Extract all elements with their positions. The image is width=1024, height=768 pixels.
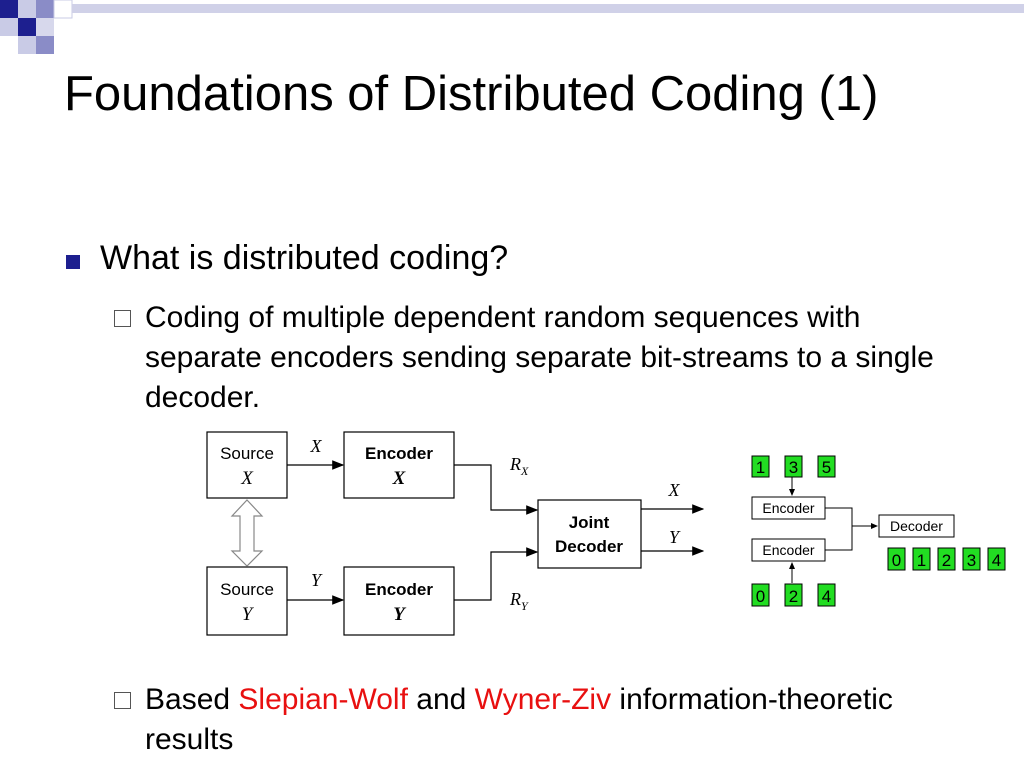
out-digit-box bbox=[912, 547, 931, 571]
out-digit-box bbox=[962, 547, 981, 571]
mini-encoder-1-label: Encoder bbox=[762, 500, 814, 516]
out-digit: 0 bbox=[892, 551, 901, 570]
out-digit: 4 bbox=[992, 551, 1001, 570]
dependency-double-arrow bbox=[230, 499, 264, 567]
encoder-y-label: Encoder bbox=[365, 580, 433, 599]
bullet-main-text: What is distributed coding? bbox=[100, 239, 509, 277]
joint-decoder-line1: Joint bbox=[569, 513, 610, 532]
out-digit-box bbox=[987, 547, 1006, 571]
bottom-digit: 2 bbox=[789, 587, 798, 606]
output-x-label: X bbox=[668, 480, 681, 500]
top-digit: 3 bbox=[789, 458, 798, 477]
source-y-var: Y bbox=[242, 604, 255, 625]
source-x-box bbox=[206, 431, 288, 499]
deco-square bbox=[18, 18, 36, 36]
edge-encoder-y-to-decoder bbox=[454, 547, 539, 601]
bottom-digit-box bbox=[751, 583, 770, 607]
source-x-var: X bbox=[240, 468, 254, 489]
slide-title: Foundations of Distributed Coding (1) bbox=[64, 67, 879, 121]
theory-suffix: information-theoretic results bbox=[145, 683, 893, 756]
rate-y-label: RY bbox=[509, 589, 529, 613]
edge-y-label: Y bbox=[311, 570, 323, 590]
theory-middle: and bbox=[407, 683, 475, 716]
mini-edge-enc2-to-decoder bbox=[825, 526, 853, 551]
deco-square bbox=[0, 0, 18, 18]
rate-x-label: RX bbox=[509, 454, 529, 478]
bottom-digit-box bbox=[817, 583, 836, 607]
deco-bar bbox=[72, 4, 1024, 13]
encoder-y-box bbox=[343, 566, 455, 636]
bullet-main: What is distributed coding? bbox=[66, 236, 508, 280]
out-digit: 1 bbox=[917, 551, 926, 570]
deco-square bbox=[18, 0, 36, 18]
out-digit: 3 bbox=[967, 551, 976, 570]
out-digit: 2 bbox=[942, 551, 951, 570]
source-x-label: Source bbox=[220, 444, 274, 463]
joint-decoder-line2: Decoder bbox=[555, 537, 623, 556]
deco-square bbox=[53, 0, 73, 19]
top-digit-box bbox=[784, 455, 803, 478]
source-y-box bbox=[206, 566, 288, 636]
diagram-background bbox=[196, 424, 716, 644]
top-digit-box bbox=[751, 455, 770, 478]
deco-square bbox=[0, 18, 18, 36]
bottom-digit-box bbox=[784, 583, 803, 607]
wyner-ziv-term: Wyner-Ziv bbox=[474, 683, 612, 716]
mini-encoder-1 bbox=[751, 496, 826, 520]
slepian-wolf-term: Slepian-Wolf bbox=[238, 683, 408, 716]
mini-decoder-label: Decoder bbox=[890, 518, 943, 534]
bottom-digit: 0 bbox=[756, 587, 765, 606]
output-y-label: Y bbox=[669, 527, 681, 547]
sub-bullet-theory: Based Slepian-Wolf and Wyner-Ziv informa… bbox=[114, 680, 934, 760]
deco-square bbox=[36, 36, 54, 54]
edge-x-label: X bbox=[310, 436, 323, 456]
deco-square bbox=[18, 36, 36, 54]
top-digit: 1 bbox=[756, 458, 765, 477]
sub-bullet-definition: Coding of multiple dependent random sequ… bbox=[114, 298, 934, 418]
deco-square bbox=[36, 0, 54, 18]
hollow-square-bullet-icon bbox=[114, 692, 131, 709]
theory-prefix: Based bbox=[145, 683, 239, 716]
square-bullet-icon bbox=[66, 255, 80, 269]
hollow-square-bullet-icon bbox=[114, 310, 131, 327]
encoder-x-var: X bbox=[392, 468, 407, 489]
deco-square bbox=[36, 18, 54, 36]
mini-decoder bbox=[878, 514, 955, 538]
out-digit-box bbox=[887, 547, 906, 571]
encoder-x-box bbox=[343, 431, 455, 499]
sub-bullet-definition-text: Coding of multiple dependent random sequ… bbox=[145, 301, 934, 414]
top-digit: 5 bbox=[822, 458, 831, 477]
mini-edge-enc1-to-decoder bbox=[825, 507, 878, 529]
source-y-label: Source bbox=[220, 580, 274, 599]
edge-encoder-x-to-decoder bbox=[454, 464, 539, 515]
bottom-digit: 4 bbox=[822, 587, 831, 606]
mini-encoder-2 bbox=[751, 538, 826, 562]
joint-decoder-box bbox=[537, 499, 642, 569]
corner-decoration bbox=[0, 0, 1024, 54]
encoder-y-var: Y bbox=[393, 604, 407, 625]
sub-bullet-theory-text: Based Slepian-Wolf and Wyner-Ziv informa… bbox=[145, 680, 934, 760]
out-digit-box bbox=[937, 547, 956, 571]
mini-encoder-2-label: Encoder bbox=[762, 542, 814, 558]
top-digit-box bbox=[817, 455, 836, 478]
encoder-x-label: Encoder bbox=[365, 444, 433, 463]
